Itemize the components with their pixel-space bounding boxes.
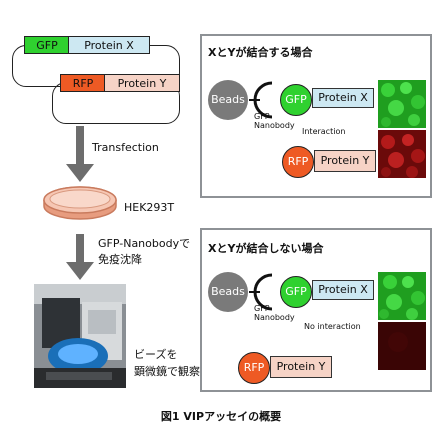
nanobody-label-2-1: GFP- [254, 304, 273, 313]
microscope-image [34, 284, 126, 388]
beads-circle-2: Beads [208, 272, 248, 312]
protein-x-box-2: Protein X [312, 280, 374, 300]
protein-y-box: Protein Y [314, 150, 376, 172]
figure-caption: 図1 VIPアッセイの概要 [160, 410, 282, 423]
rfp-circle: RFP [282, 146, 314, 178]
petri-dish-icon [43, 186, 117, 220]
arrow-ip [66, 234, 94, 280]
transfection-label: Transfection [92, 141, 159, 154]
beads-circle: Beads [208, 80, 248, 120]
gfp-circle: GFP [280, 84, 312, 116]
protein-x-tag: Protein X [68, 36, 150, 54]
ip-label-line1: GFP-Nanobodyで [98, 237, 191, 250]
gfp-circle-2: GFP [280, 276, 312, 308]
observe-label-line1: ビーズを [134, 348, 178, 361]
panel-binding-title: XとYが結合する場合 [208, 46, 313, 59]
interaction-label: Interaction [302, 127, 346, 136]
protein-y-tag: Protein Y [104, 74, 180, 92]
red-fluorescence-image [378, 130, 426, 178]
red-fluorescence-image-2 [378, 322, 426, 370]
green-fluorescence-image-2 [378, 272, 426, 320]
green-fluorescence-image [378, 80, 426, 128]
protein-x-box: Protein X [312, 88, 374, 108]
no-interaction-label: No interaction [304, 322, 361, 331]
rfp-circle-2: RFP [238, 352, 270, 384]
arrow-transfection [66, 126, 94, 182]
gfp-tag: GFP [24, 36, 70, 54]
nanobody-shape [249, 81, 273, 119]
nanobody-label-2: Nanobody [254, 121, 295, 130]
protein-y-box-2: Protein Y [270, 356, 332, 378]
nanobody-shape-2 [249, 273, 273, 311]
cell-line-label: HEK293T [124, 201, 175, 214]
observe-label-line2: 顕微鏡で観察 [134, 365, 200, 378]
panel-no-binding-title: XとYが結合しない場合 [208, 242, 324, 255]
nanobody-label-1: GFP- [254, 112, 273, 121]
rfp-tag: RFP [60, 74, 106, 92]
nanobody-label-2-2: Nanobody [254, 313, 295, 322]
ip-label-line2: 免疫沈降 [98, 253, 142, 266]
